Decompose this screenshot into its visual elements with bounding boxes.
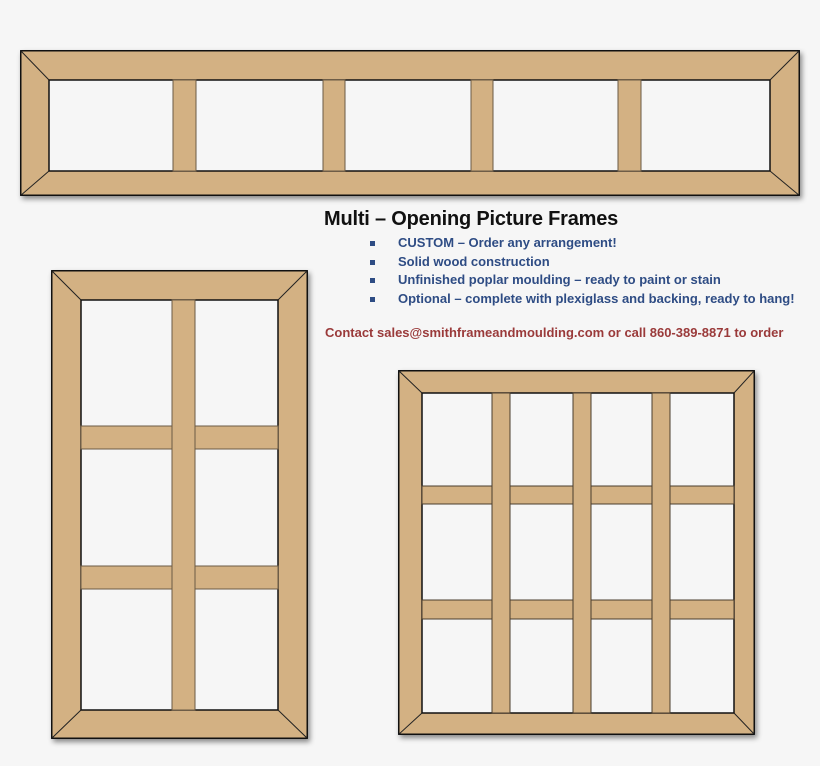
square-bullet-icon xyxy=(370,278,375,283)
feature-item: Unfinished poplar moulding – ready to pa… xyxy=(368,271,795,290)
feature-item: Optional – complete with plexiglass and … xyxy=(368,290,795,309)
five-opening-horizontal-frame xyxy=(20,50,800,196)
frame-illustration xyxy=(51,270,308,739)
six-opening-vertical-frame xyxy=(51,270,308,739)
square-bullet-icon xyxy=(370,259,375,265)
feature-item: Solid wood construction xyxy=(368,253,795,272)
square-bullet-icon xyxy=(370,296,375,302)
twelve-opening-grid-frame xyxy=(398,370,755,735)
square-bullet-icon xyxy=(370,241,375,246)
frame-illustration xyxy=(398,370,755,735)
frame-illustration xyxy=(20,50,800,196)
feature-list: CUSTOM – Order any arrangement! Solid wo… xyxy=(368,234,795,308)
page-title: Multi – Opening Picture Frames xyxy=(324,208,619,230)
feature-item: CUSTOM – Order any arrangement! xyxy=(368,234,795,253)
contact-info: Contact sales@smithframeandmoulding.com … xyxy=(325,325,784,340)
